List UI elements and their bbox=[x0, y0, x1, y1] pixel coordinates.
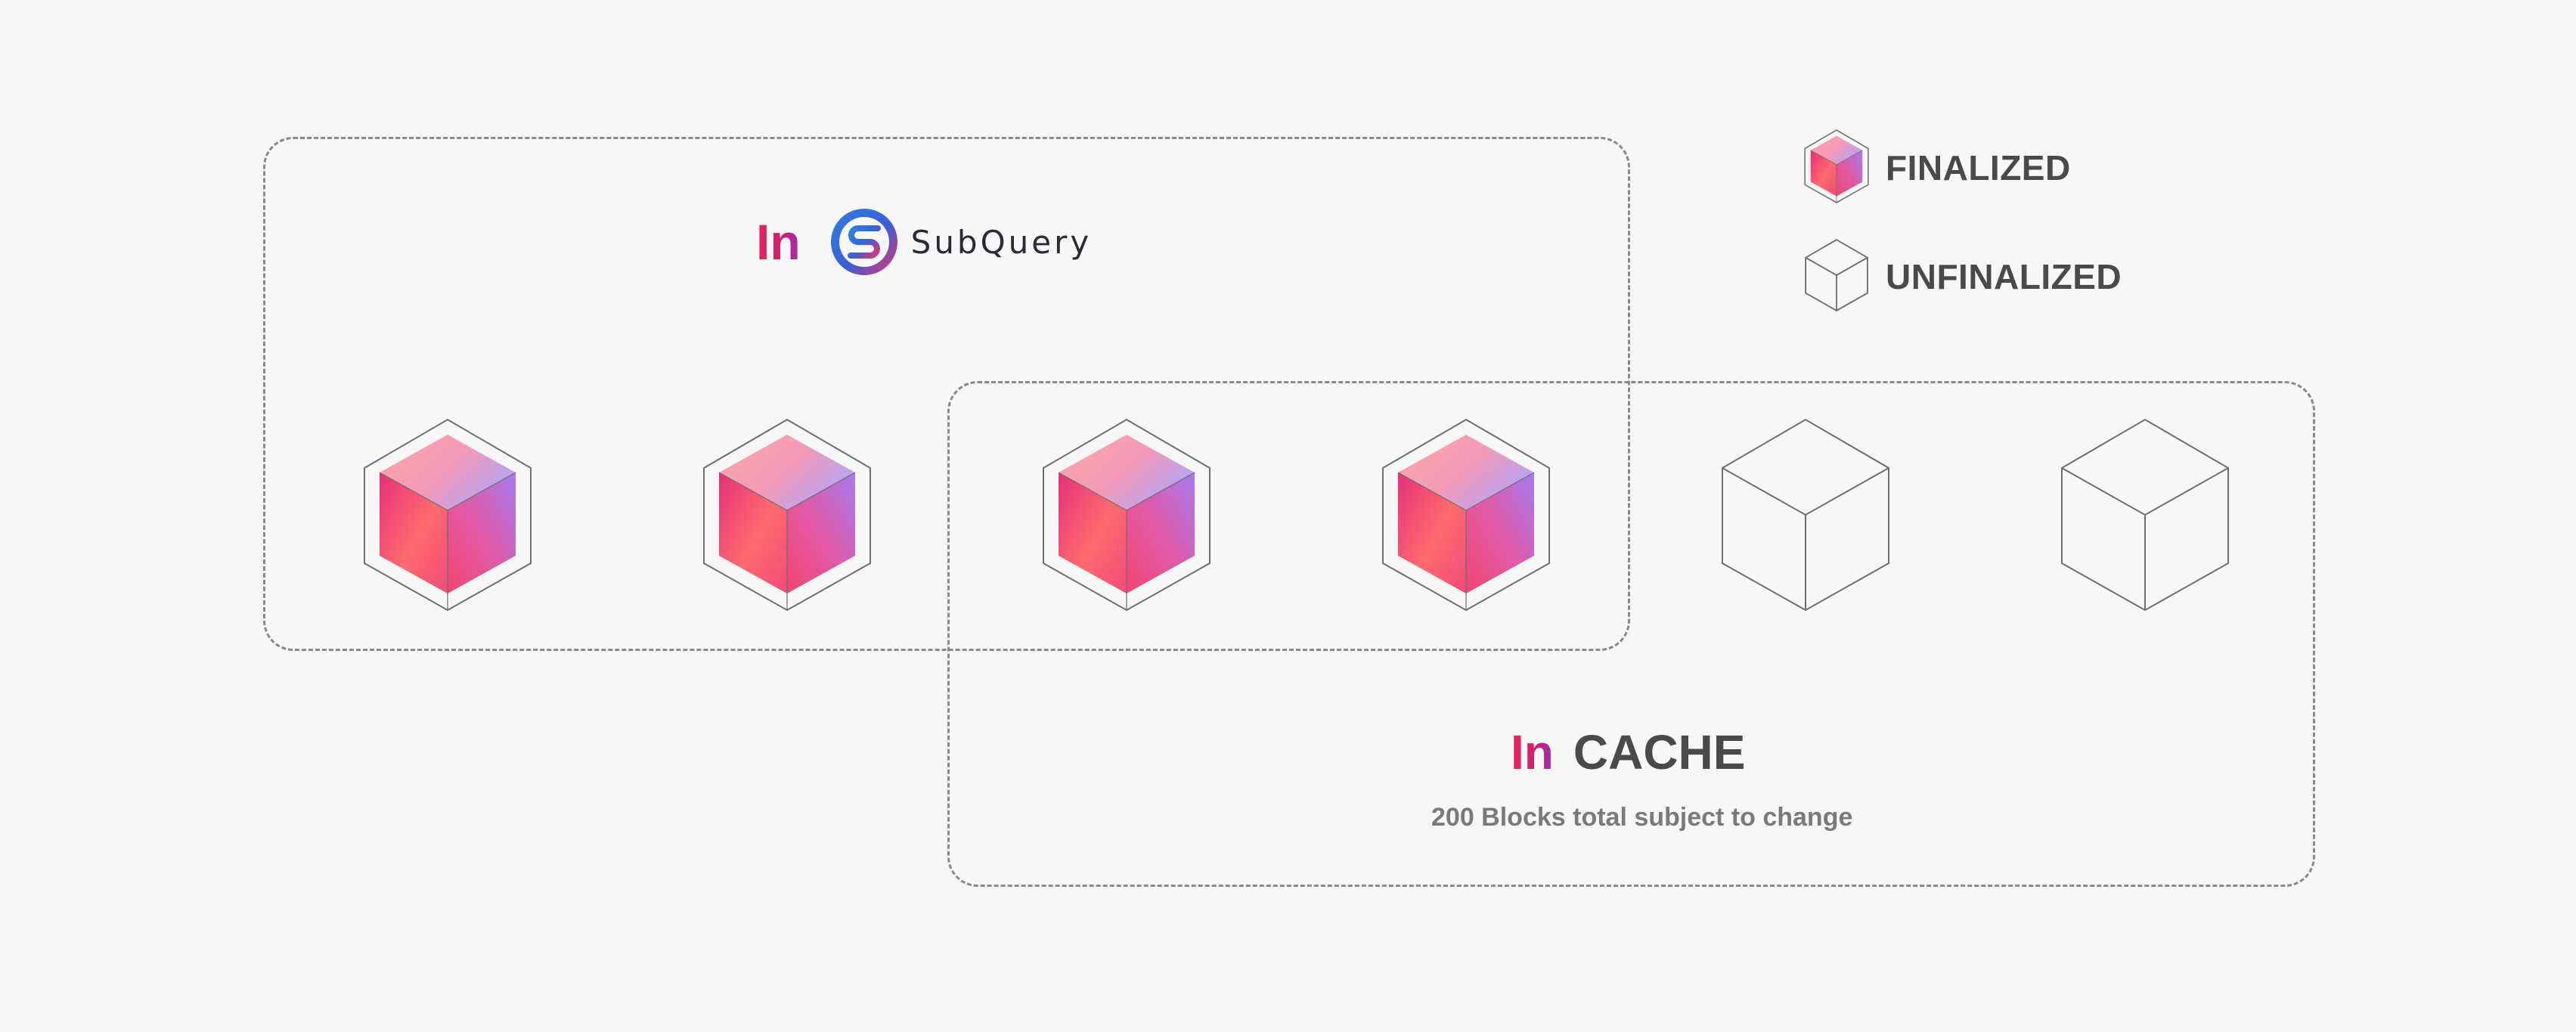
subquery-region bbox=[263, 137, 1630, 651]
finalized-block bbox=[702, 418, 873, 612]
finalized-block bbox=[1041, 418, 1212, 612]
subquery-header: In SubQuery bbox=[756, 204, 1092, 280]
unfinalized-block bbox=[1720, 418, 1891, 612]
cache-title: CACHE bbox=[1573, 725, 1746, 779]
subquery-logo: SubQuery bbox=[828, 206, 1093, 278]
subquery-logo-text: SubQuery bbox=[910, 223, 1093, 261]
finalized-block bbox=[362, 418, 533, 612]
legend-unfinalized-label: UNFINALIZED bbox=[1886, 257, 2122, 296]
subquery-logo-icon bbox=[828, 206, 901, 278]
unfinalized-block bbox=[2060, 418, 2230, 612]
cache-in-label: In bbox=[1511, 725, 1554, 779]
legend-finalized: FINALIZED bbox=[1804, 129, 2071, 207]
finalized-block bbox=[1381, 418, 1551, 612]
finalized-block-icon bbox=[1804, 129, 1869, 207]
unfinalized-block-icon bbox=[1804, 238, 1869, 315]
legend-finalized-label: FINALIZED bbox=[1886, 148, 2071, 187]
legend-unfinalized: UNFINALIZED bbox=[1804, 238, 2122, 315]
subquery-in-label: In bbox=[756, 214, 801, 270]
cache-subtitle: 200 Blocks total subject to change bbox=[1431, 803, 1853, 832]
cache-header: In CACHE bbox=[1511, 718, 1745, 786]
cache-region bbox=[947, 381, 2315, 887]
